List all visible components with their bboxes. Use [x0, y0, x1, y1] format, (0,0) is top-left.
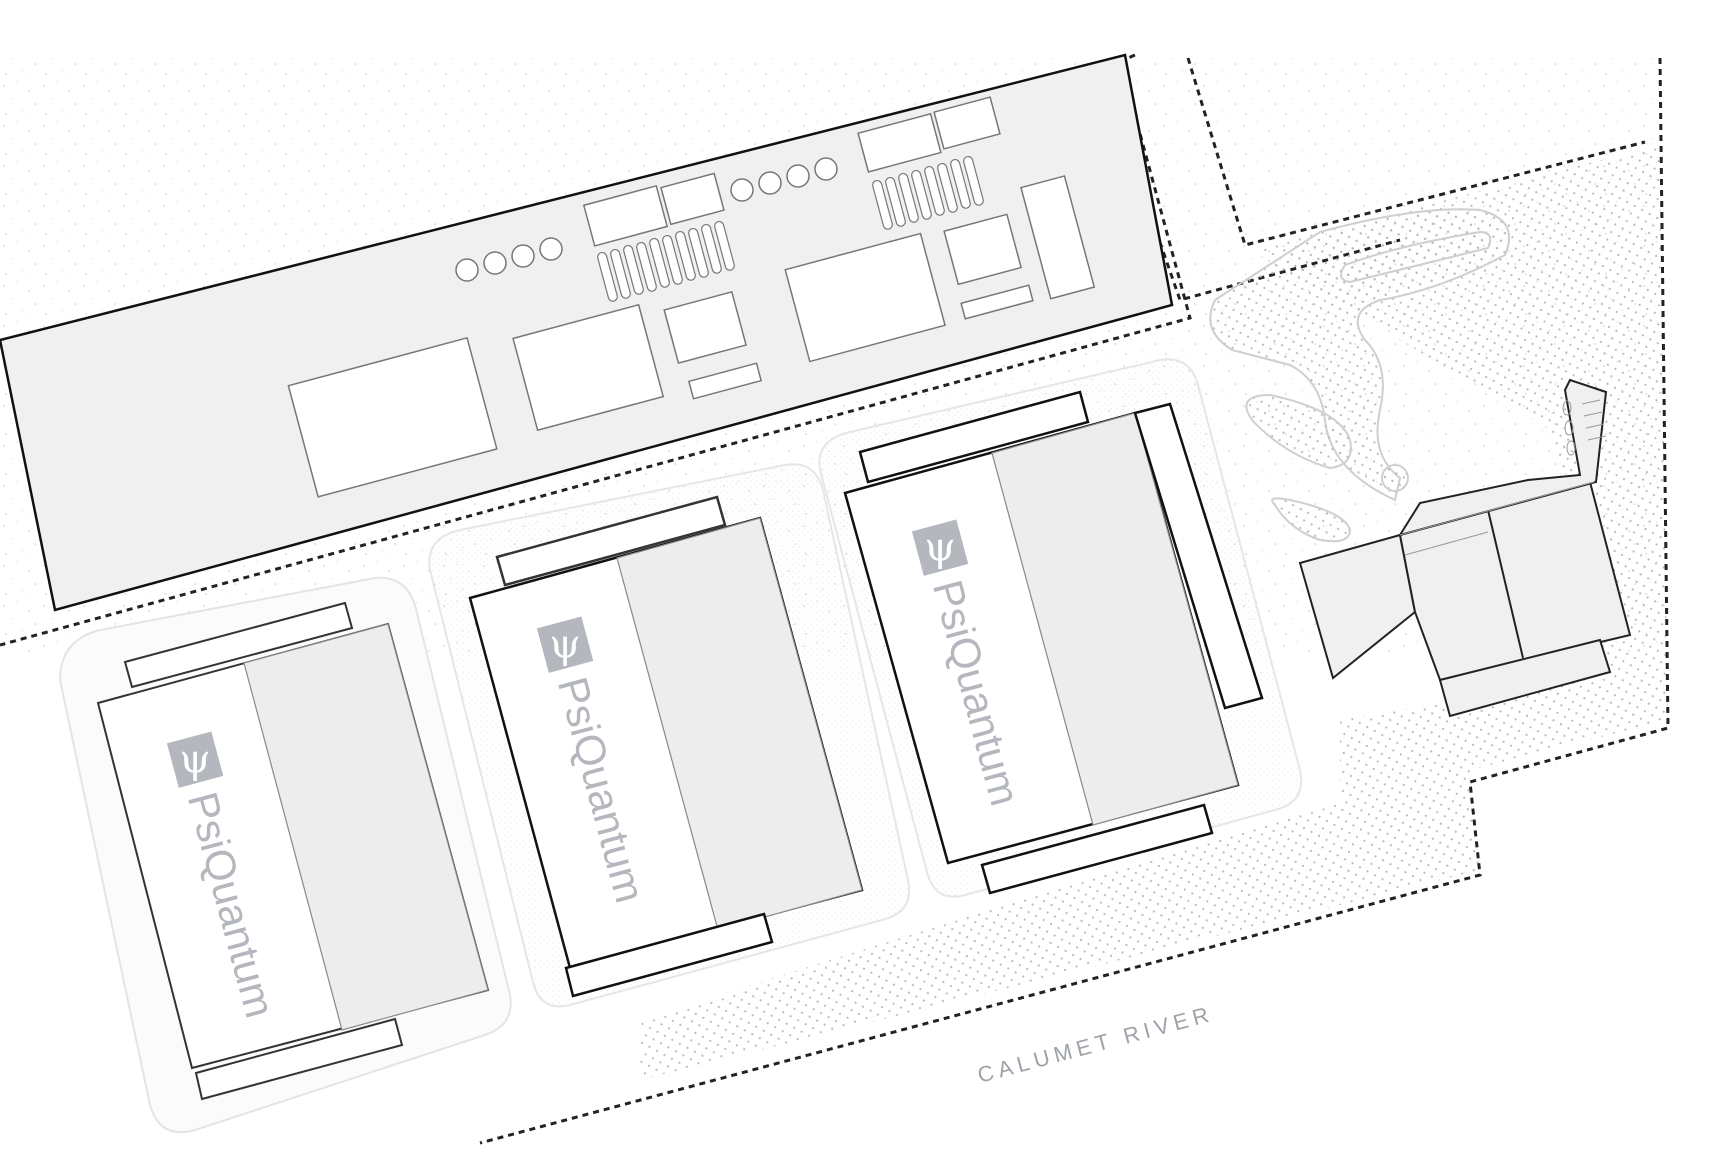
rooftop-unit: [960, 284, 1034, 320]
rooftop-unit: [943, 213, 1023, 286]
psiquantum-logo-mark: [911, 519, 969, 576]
riverbank-vegetation: [640, 145, 1668, 1080]
office-building: [1298, 378, 1632, 718]
river-label: CALUMET RIVER: [975, 1001, 1216, 1088]
rooftop-unit: [857, 112, 942, 173]
park-lawn: [1245, 393, 1352, 470]
rooftop-unit: [1020, 175, 1096, 300]
existing-long-building: [0, 53, 1174, 612]
rooftop-unit: [933, 96, 1001, 150]
new-building-1: [96, 601, 490, 1101]
psiquantum-logo-mark: [166, 731, 224, 788]
rooftop-unit: [687, 362, 763, 400]
logo-glyph: ψ: [549, 622, 580, 668]
landscaped-park: [1209, 208, 1510, 543]
rooftop-unit: [784, 232, 946, 363]
rooftop-unit: [663, 290, 747, 365]
rooftop-unit: [660, 172, 725, 226]
boundary-dash-south: [479, 57, 1670, 1145]
rooftop-unit: [582, 184, 669, 247]
rooftop-unit: [287, 336, 498, 498]
logo-glyph: ψ: [924, 525, 955, 571]
psiquantum-logo-mark: [536, 616, 594, 673]
logo-glyph: ψ: [179, 737, 210, 783]
park-lawn: [1340, 230, 1492, 284]
rooftop-unit: [512, 303, 665, 432]
park-lawn: [1271, 497, 1352, 543]
park-planter: [1381, 464, 1409, 492]
